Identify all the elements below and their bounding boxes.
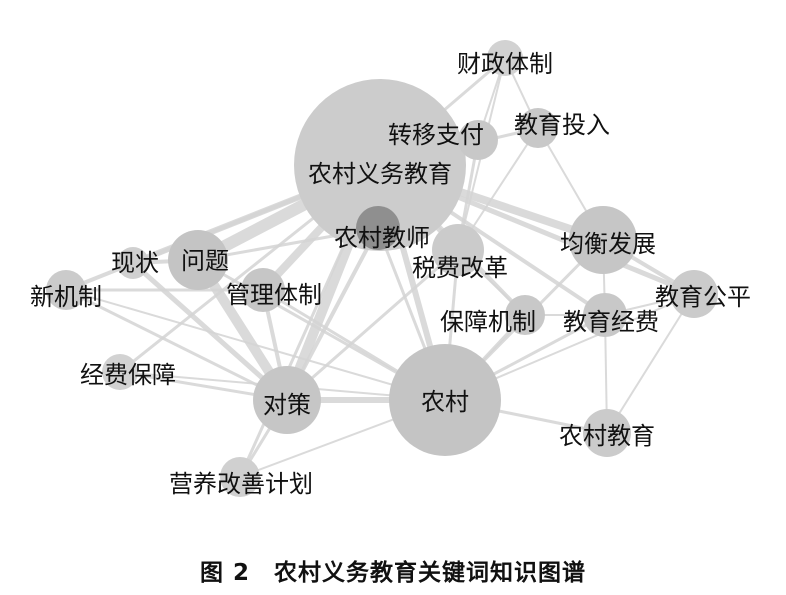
edge-duice-shuifei (285, 248, 460, 402)
node-xianzhuang (117, 247, 149, 279)
node-label-xianzhuang: 现状 (111, 249, 159, 277)
labels-layer: 农村义务教育 财政体制转移支付 教育投入农村教师税费改革 均衡发展教育公平 现状问题新机… (30, 50, 751, 498)
node-wenti (168, 230, 228, 290)
node-label-jiaoyu_jingfei: 教育经费 (563, 308, 659, 336)
node-label-caizheng: 财政体制 (457, 50, 553, 78)
node-label-shuifei: 税费改革 (412, 254, 508, 282)
edge-jiaoyu_gongping-nongcun_jiaoyu (606, 293, 695, 434)
node-nongcun_jiaoyu (583, 409, 631, 457)
node-label-zhuanyi: 转移支付 (388, 121, 484, 149)
keyword-knowledge-graph: 农村义务教育 财政体制转移支付 教育投入农村教师税费改革 均衡发展教育公平 现状问题新机… (30, 40, 751, 498)
node-label-yingyang: 营养改善计划 (169, 470, 313, 498)
figure-caption: 图 2 农村义务教育关键词知识图谱 (199, 560, 586, 586)
node-yingyang (220, 457, 260, 497)
node-label-jiaoyu_touru: 教育投入 (514, 111, 610, 139)
node-label-wenti: 问题 (181, 247, 229, 275)
node-xinjizhi (46, 270, 86, 310)
edge-xinjizhi-nongcun (65, 289, 446, 401)
edge-xinjizhi-duice (64, 288, 289, 402)
node-label-nongcun: 农村 (421, 388, 469, 416)
node-caizheng (487, 40, 523, 76)
node-label-nongcun_yiwu: 农村义务教育 (308, 160, 452, 188)
node-label-nongcun_jiaoshi: 农村教师 (334, 224, 430, 252)
node-nongcun_jiaoshi (356, 206, 400, 250)
node-baozhang (505, 295, 545, 335)
node-label-xinjizhi: 新机制 (30, 283, 102, 311)
nodes-layer (46, 40, 718, 497)
node-jingfei_baozhang (102, 354, 138, 390)
node-shuifei (432, 224, 484, 276)
node-nongcun (389, 344, 501, 456)
node-jiaoyu_touru (518, 108, 558, 148)
node-label-junheng: 均衡发展 (560, 230, 656, 258)
node-label-jingfei_baozhang: 经费保障 (80, 361, 176, 389)
node-zhuanyi (458, 120, 498, 160)
node-jiaoyu_jingfei (583, 293, 627, 337)
node-junheng (569, 206, 637, 274)
node-label-guanli: 管理体制 (226, 281, 322, 309)
node-guanli (241, 268, 285, 312)
node-label-baozhang: 保障机制 (440, 308, 536, 336)
node-label-duice: 对策 (263, 391, 311, 419)
node-jiaoyu_gongping (670, 270, 718, 318)
node-nongcun_yiwu (294, 79, 466, 251)
node-duice (253, 366, 321, 434)
node-label-nongcun_jiaoyu: 农村教育 (559, 422, 655, 450)
node-label-jiaoyu_gongping: 教育公平 (655, 283, 751, 311)
